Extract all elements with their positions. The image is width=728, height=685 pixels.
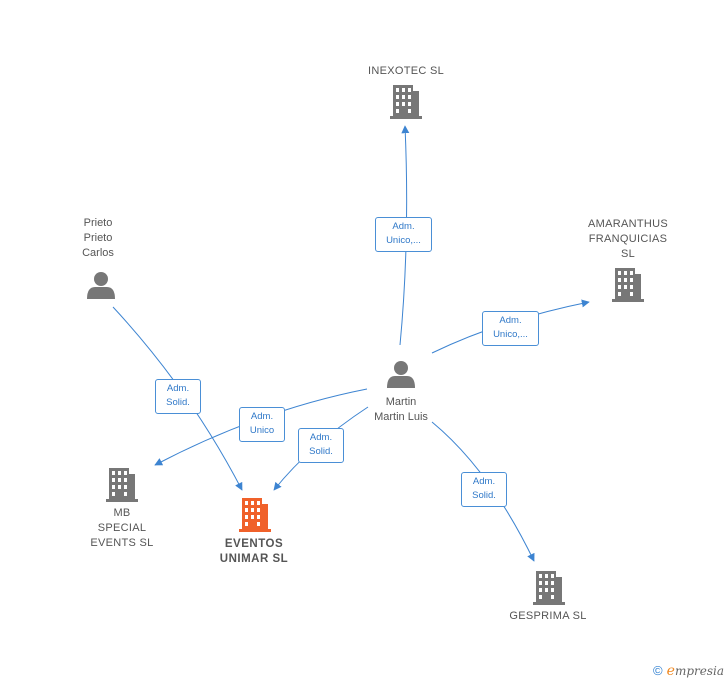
edge-label-martin-mb[interactable]: Adm. Unico <box>239 407 285 442</box>
brand-logo-initial: e <box>666 663 675 679</box>
edge-label-martin-amaranthus[interactable]: Adm. Unico,... <box>482 311 539 346</box>
edge-label-martin-eventos[interactable]: Adm. Solid. <box>298 428 344 463</box>
brand-logo-text: mpresia <box>674 664 724 678</box>
node-label-prieto[interactable]: Prieto Prieto Carlos <box>82 217 114 259</box>
node-label-martin[interactable]: Martin Martin Luis <box>374 396 428 423</box>
building-icon[interactable] <box>106 468 138 502</box>
node-label-eventos-unimar[interactable]: EVENTOS UNIMAR SL <box>219 538 289 565</box>
brand-footer: ©empresia <box>653 663 724 679</box>
building-icon[interactable] <box>612 268 644 302</box>
edge-label-martin-gesprima[interactable]: Adm. Solid. <box>461 472 507 507</box>
edge-label-prieto-eventos[interactable]: Adm. Solid. <box>155 379 201 414</box>
building-icon[interactable] <box>390 85 422 119</box>
copyright-icon: © <box>653 663 663 678</box>
edge-label-martin-inexotec[interactable]: Adm. Unico,... <box>375 217 432 252</box>
building-icon[interactable] <box>533 571 565 605</box>
node-label-amaranthus[interactable]: AMARANTHUS FRANQUICIAS SL <box>587 218 668 260</box>
node-label-mb-special[interactable]: MB SPECIAL EVENTS SL <box>90 507 154 549</box>
node-label-gesprima[interactable]: GESPRIMA SL <box>509 610 587 622</box>
person-icon[interactable] <box>87 272 115 299</box>
node-label-inexotec[interactable]: INEXOTEC SL <box>367 65 445 77</box>
person-icon[interactable] <box>387 361 415 388</box>
building-icon-focus[interactable] <box>239 498 271 532</box>
